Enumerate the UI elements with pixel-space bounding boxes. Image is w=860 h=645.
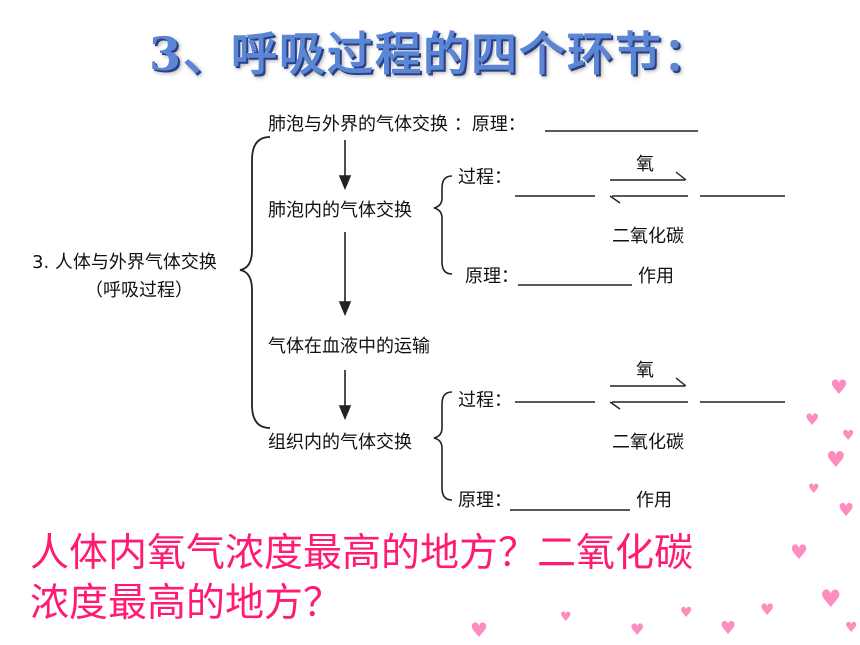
root-sublabel: （呼吸过程） bbox=[85, 280, 193, 301]
question-line-1: 人体内氧气浓度最高的地方？二氧化碳 bbox=[30, 531, 694, 576]
heart-icon: ♥ bbox=[820, 585, 842, 613]
heart-icon: ♥ bbox=[826, 448, 846, 473]
heart-icon: ♥ bbox=[560, 610, 572, 625]
step-alveoli-external: 肺泡与外界的气体交换 ：原理： bbox=[268, 114, 526, 135]
slide-title: 3、呼吸过程的四个环节： bbox=[148, 27, 711, 81]
b2-oxygen-label: 氧 bbox=[636, 360, 654, 381]
heart-icon: ♥ bbox=[805, 410, 820, 429]
brace-2 bbox=[433, 391, 453, 501]
heart-icon: ♥ bbox=[760, 600, 775, 619]
b1-principle-label: 原理： bbox=[465, 266, 519, 287]
heart-icon: ♥ bbox=[845, 620, 858, 636]
b1-process-label: 过程： bbox=[458, 167, 512, 188]
heart-icon: ♥ bbox=[630, 620, 645, 639]
question-line-2: 浓度最高的地方？ bbox=[30, 581, 343, 626]
step-tissue-exchange: 组织内的气体交换 bbox=[268, 432, 412, 453]
b1-oxygen-label: 氧 bbox=[636, 154, 654, 175]
heart-icon: ♥ bbox=[808, 482, 820, 497]
heart-icon: ♥ bbox=[720, 618, 737, 639]
main-brace bbox=[239, 136, 271, 429]
b2-suffix: 作用 bbox=[636, 490, 672, 511]
b2-co2-label: 二氧化碳 bbox=[612, 432, 684, 453]
heart-icon: ♥ bbox=[470, 618, 488, 642]
b1-co2-label: 二氧化碳 bbox=[612, 226, 684, 247]
heart-icon: ♥ bbox=[790, 540, 808, 564]
heart-icon: ♥ bbox=[838, 500, 855, 521]
step-alveoli-internal: 肺泡内的气体交换 bbox=[268, 200, 412, 221]
step-blood-transport: 气体在血液中的运输 bbox=[268, 336, 430, 357]
heart-icon: ♥ bbox=[842, 428, 855, 444]
heart-icon: ♥ bbox=[680, 605, 693, 621]
b2-principle-label: 原理： bbox=[458, 490, 512, 511]
b1-suffix: 作用 bbox=[638, 266, 674, 287]
heart-icon: ♥ bbox=[830, 375, 848, 399]
b2-process-label: 过程： bbox=[458, 390, 512, 411]
brace-1 bbox=[433, 175, 453, 275]
root-label: 3. 人体与外界气体交换 bbox=[32, 252, 217, 273]
